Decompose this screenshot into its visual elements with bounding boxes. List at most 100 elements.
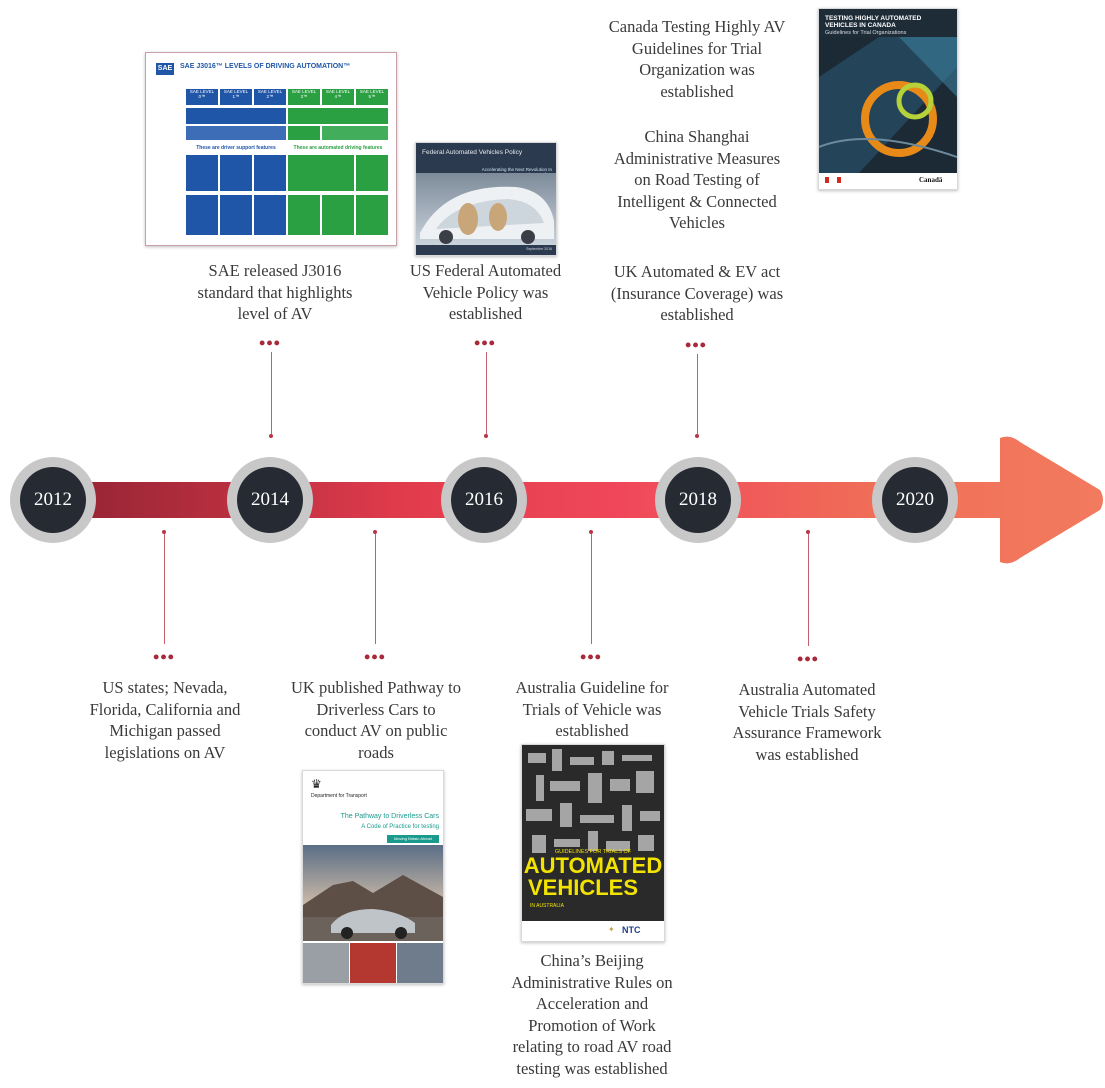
event-line: Australia Guideline for	[515, 678, 669, 697]
uk-pathway-tag: Moving Britain Ahead	[387, 835, 439, 843]
year-marker-2014: 2014	[227, 457, 313, 543]
sae-level-1: SAE LEVEL 1™	[220, 89, 252, 105]
event-australia-framework: Australia Automated Vehicle Trials Safet…	[702, 679, 912, 765]
sae-row-block	[288, 155, 354, 191]
year-label: 2020	[882, 467, 948, 533]
event-line: on Road Testing of	[634, 170, 760, 189]
connector-line	[375, 534, 376, 644]
us-federal-policy-cover: Federal Automated Vehicles Policy Accele…	[415, 142, 557, 256]
event-us-federal-policy: US Federal Automated Vehicle Policy was …	[378, 260, 593, 325]
event-line: level of AV	[237, 304, 313, 323]
connector-line	[271, 352, 272, 434]
aus-guide-region: IN AUSTRALIA	[530, 903, 564, 909]
uk-pathway-title: The Pathway to Driverless Cars	[340, 813, 439, 820]
connector-dot	[589, 530, 593, 534]
event-line: Vehicles	[669, 213, 725, 232]
event-line: Guidelines for Trial	[631, 38, 763, 58]
event-line: UK Automated & EV act	[613, 262, 781, 281]
event-uk-pathway: UK published Pathway to Driverless Cars …	[262, 677, 490, 763]
timeline-arrow	[40, 436, 1103, 564]
event-line: testing was established	[516, 1058, 668, 1078]
sae-level-2: SAE LEVEL 2™	[254, 89, 286, 105]
connector-dot	[484, 434, 488, 438]
event-line: established	[660, 305, 734, 324]
connector-dot	[269, 434, 273, 438]
sae-j3016-chart-image: SAE SAE J3016™ LEVELS OF DRIVING AUTOMAT…	[145, 52, 397, 246]
uk-dept-name: Department for Transport	[311, 793, 367, 799]
event-dots: •••	[685, 335, 707, 355]
sae-right-header: These are automated driving features	[293, 145, 383, 151]
event-line: was established	[755, 744, 859, 764]
connector-dot	[162, 530, 166, 534]
year-marker-2020: 2020	[872, 457, 958, 543]
year-label: 2018	[665, 467, 731, 533]
sae-row-block	[322, 195, 354, 235]
event-dots: •••	[474, 333, 496, 353]
event-line: Administrative Measures	[613, 148, 781, 168]
event-uk-ev-act: UK Automated & EV act (Insurance Coverag…	[582, 261, 812, 326]
aus-guidelines-cover: GUIDELINES FOR TRIALS OF AUTOMATED VEHIC…	[521, 744, 665, 942]
event-china-shanghai: China Shanghai Administrative Measures o…	[582, 126, 812, 234]
event-line: standard that highlights	[197, 282, 353, 302]
event-line: Assurance Framework	[732, 723, 882, 742]
event-line: (Insurance Coverage) was	[610, 283, 784, 303]
canada-flag-icon	[825, 177, 841, 183]
event-sae-j3016: SAE released J3016 standard that highlig…	[160, 260, 390, 325]
event-line: established	[660, 81, 734, 101]
sae-row-block	[186, 126, 286, 140]
sae-row-block	[220, 195, 252, 235]
us-policy-title: Federal Automated Vehicles Policy	[422, 149, 523, 156]
connector-dot	[373, 530, 377, 534]
sae-level-3: SAE LEVEL 3™	[288, 89, 320, 105]
sae-level-5: SAE LEVEL 5™	[356, 89, 388, 105]
sae-row-block	[356, 195, 388, 235]
event-australia-guideline: Australia Guideline for Trials of Vehicl…	[482, 677, 702, 742]
event-line: Acceleration and	[535, 994, 649, 1013]
sae-logo: SAE	[156, 63, 174, 75]
event-line: Vehicle Policy was	[422, 282, 549, 302]
event-line: established	[555, 721, 629, 740]
connector-line	[486, 352, 487, 434]
event-line: Driverless Cars to	[316, 699, 436, 719]
canada-footer: Canadä	[819, 173, 957, 189]
event-china-beijing: China’s Beijing Administrative Rules on …	[482, 950, 702, 1079]
event-line: US states; Nevada,	[102, 678, 228, 697]
event-line: UK published Pathway to	[290, 678, 462, 697]
year-label: 2012	[20, 467, 86, 533]
event-line: SAE released J3016	[208, 261, 342, 280]
event-dots: •••	[259, 333, 281, 353]
crest-icon: ✦	[608, 925, 615, 934]
canada-guidelines-cover: TESTING HIGHLY AUTOMATED VEHICLES IN CAN…	[818, 8, 958, 190]
uk-pathway-subtitle: A Code of Practice for testing	[361, 824, 439, 830]
sae-level-grid: SAE LEVEL 0™ SAE LEVEL 1™ SAE LEVEL 2™ S…	[186, 89, 391, 239]
aus-guide-small-title: GUIDELINES FOR TRIALS OF	[554, 849, 632, 855]
connector-line	[808, 534, 809, 646]
connector-dot	[695, 434, 699, 438]
event-canada-guidelines: Canada Testing Highly AV Guidelines for …	[582, 16, 812, 102]
event-line: Trials of Vehicle was	[522, 699, 662, 719]
uk-crest-icon: ♛	[311, 777, 322, 791]
event-line: Administrative Rules on	[511, 972, 673, 992]
canada-title-2: VEHICLES IN CANADA	[825, 22, 896, 29]
event-dots: •••	[364, 647, 386, 667]
aus-guide-title-1: AUTOMATED	[523, 853, 663, 878]
car-interior-illustration	[416, 173, 556, 245]
event-line: China’s Beijing	[540, 951, 644, 970]
event-line: conduct AV on public	[304, 721, 448, 740]
event-dots: •••	[153, 647, 175, 667]
event-line: Michigan passed	[109, 721, 221, 740]
aus-guide-title-2: VEHICLES	[528, 875, 639, 900]
sae-row-block	[254, 155, 286, 191]
event-line: legislations on AV	[104, 742, 226, 762]
canada-subtitle: Guidelines for Trial Organizations	[825, 30, 907, 36]
uk-cover-photo	[303, 845, 443, 983]
sae-row-block	[220, 155, 252, 191]
aus-guide-footer: ✦ NTC	[522, 921, 664, 941]
connector-line	[164, 534, 165, 644]
sae-row-block	[356, 155, 388, 191]
sae-left-header: These are driver support features	[196, 145, 276, 151]
event-line: relating to road AV road	[512, 1037, 672, 1056]
event-line: established	[448, 304, 523, 323]
event-line: China Shanghai	[644, 127, 750, 146]
sae-row-block	[254, 195, 286, 235]
